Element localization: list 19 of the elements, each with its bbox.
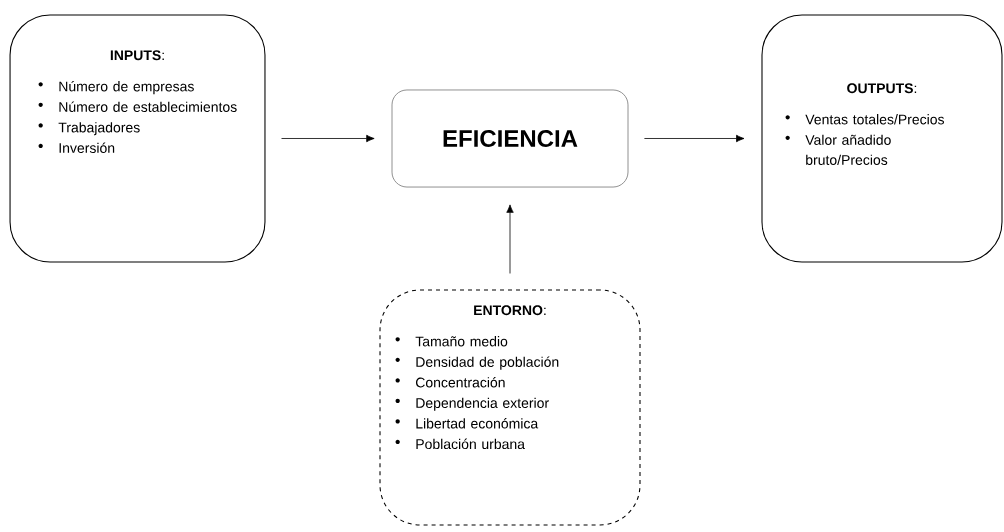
arrow (506, 204, 514, 274)
bullet-item: Densidad de población (395, 356, 559, 370)
arrow (644, 134, 745, 143)
bullet-item: Trabajadores (38, 122, 140, 136)
box-heading: OUTPUTS: (847, 83, 917, 94)
bullet-item: Libertad económica (395, 418, 539, 429)
bullet-item: Ventas totales/Precios (785, 114, 945, 125)
arrow (281, 134, 375, 143)
process-box: EFICIENCIA (391, 89, 629, 188)
bullet-item: Número de empresas (38, 80, 194, 95)
box-heading: INPUTS: (110, 50, 164, 61)
bullet-item: Población urbana (395, 438, 525, 450)
bullet-item: Inversión (38, 142, 115, 153)
bullet-item: Número de establecimientos (38, 101, 237, 112)
box-heading: ENTORNO: (474, 305, 546, 316)
bullet-item: Valor añadido bruto/Precios (785, 134, 891, 165)
bullet-item: Tamaño medio (395, 336, 508, 347)
bullet-item: Dependencia exterior (395, 397, 549, 411)
bullet-item: Concentración (395, 377, 505, 388)
